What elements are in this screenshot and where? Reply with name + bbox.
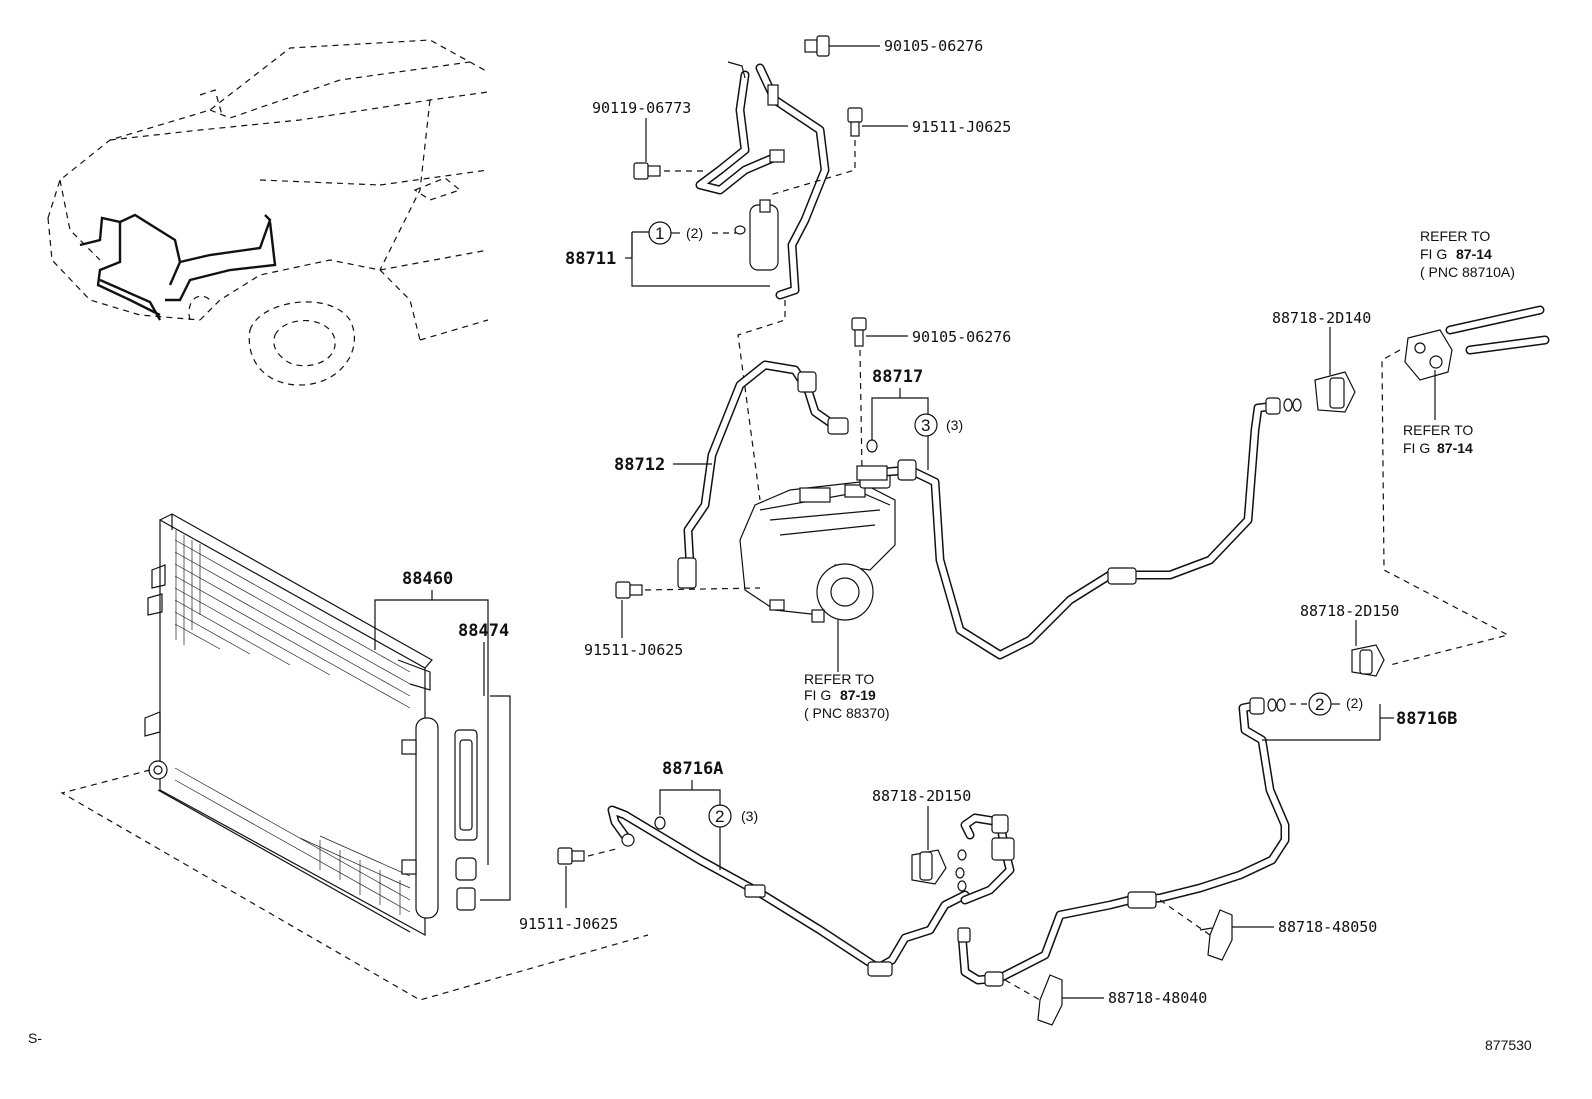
ring-3-number: 3 <box>921 416 930 435</box>
bolt-compressor <box>615 581 761 638</box>
footer-left-mark: S- <box>28 1030 42 1046</box>
label-91511-J0625-comp: 91511-J0625 <box>584 641 683 659</box>
upper-hose-assembly <box>695 61 830 300</box>
label-88712: 88712 <box>614 455 665 475</box>
condenser-assembly <box>60 513 649 1001</box>
ref-top-right-pnc: ( PNC 88710A) <box>1420 264 1515 280</box>
bolt-right <box>769 107 908 196</box>
diagram-id: 877530 <box>1485 1037 1532 1053</box>
bolt-mid <box>851 317 908 471</box>
ring-3-qty: (3) <box>946 417 963 433</box>
ring-1-qty: (2) <box>686 225 703 241</box>
label-90105-06276-top: 90105-06276 <box>884 37 983 55</box>
label-91511-J0625-right: 91511-J0625 <box>912 118 1011 136</box>
ring-1-number: 1 <box>655 224 664 243</box>
valve-2d150-mid <box>911 806 947 885</box>
ring-2-mid <box>708 804 732 828</box>
ref-mid-right-prefix: FI G <box>1403 440 1430 456</box>
callout-88716b <box>1262 692 1394 741</box>
ref-compressor-line1: REFER TO <box>804 671 874 687</box>
label-88718-48040: 88718-48040 <box>1108 989 1207 1007</box>
discharge-hose <box>856 397 1302 660</box>
ring-2-right-number: 2 <box>1315 695 1324 714</box>
liquid-tube-88716a <box>607 805 970 977</box>
ref-top-right-prefix: FI G <box>1420 246 1447 262</box>
label-91511-J0625-bottom: 91511-J0625 <box>519 915 618 933</box>
label-90119-06773: 90119-06773 <box>592 99 691 117</box>
callout-88716a <box>654 780 732 870</box>
expansion-plate <box>1381 305 1550 666</box>
suction-hose-88712 <box>673 360 849 589</box>
ref-compressor-fig: 87-19 <box>840 687 876 703</box>
ref-compressor-prefix: FI G <box>804 687 831 703</box>
label-88718-2D140: 88718-2D140 <box>1272 309 1371 327</box>
receiver-callout <box>625 221 770 287</box>
label-90105-06276-mid: 90105-06276 <box>912 328 1011 346</box>
ref-compressor-pnc: ( PNC 88370) <box>804 705 890 721</box>
label-88718-48050: 88718-48050 <box>1278 918 1377 936</box>
vehicle-outline <box>47 39 489 386</box>
ring-2-mid-number: 2 <box>715 807 724 826</box>
label-88717: 88717 <box>872 367 923 387</box>
ref-mid-right-fig: 87-14 <box>1437 440 1473 456</box>
condenser-core-grid <box>174 530 411 915</box>
compressor <box>739 469 896 672</box>
condenser-callouts <box>374 590 511 901</box>
label-88718-2D150-right: 88718-2D150 <box>1300 602 1399 620</box>
bolt-left <box>633 118 705 180</box>
valve-2d150-right <box>1351 620 1385 677</box>
label-88711: 88711 <box>565 249 616 269</box>
label-88716A: 88716A <box>662 759 723 779</box>
label-88460: 88460 <box>402 569 453 589</box>
ring-3 <box>914 413 938 437</box>
clamp-48050 <box>1159 899 1274 961</box>
callout-88717 <box>866 388 938 470</box>
valve-2d140 <box>1314 327 1356 413</box>
ref-top-right-line1: REFER TO <box>1420 228 1490 244</box>
label-88718-2D150-mid: 88718-2D150 <box>872 787 971 805</box>
label-88716B: 88716B <box>1396 709 1457 729</box>
ring-2-mid-qty: (3) <box>741 808 758 824</box>
label-88474: 88474 <box>458 621 509 641</box>
block-fitting <box>955 813 1015 943</box>
bolt-top <box>804 35 880 57</box>
ref-top-right-fig: 87-14 <box>1456 246 1492 262</box>
ref-mid-right-line1: REFER TO <box>1403 422 1473 438</box>
clamp-48040 <box>1004 974 1104 1026</box>
bolt-bottom <box>557 847 621 908</box>
ring-2-right-qty: (2) <box>1346 695 1363 711</box>
